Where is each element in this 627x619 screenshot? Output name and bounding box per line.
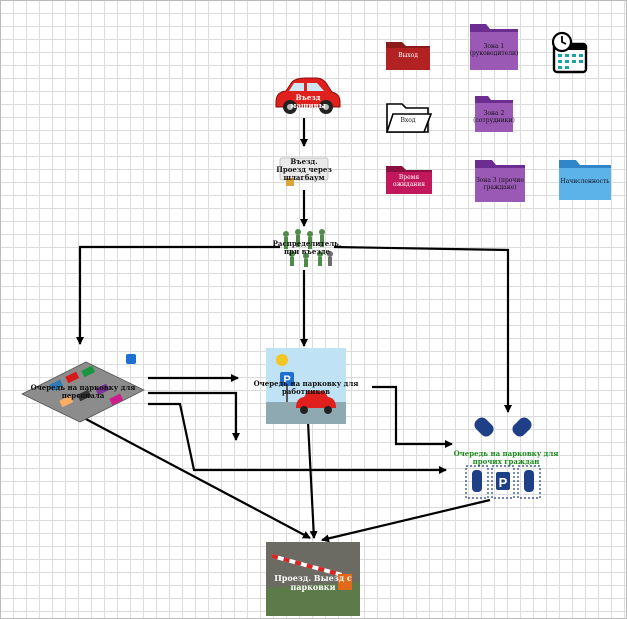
arrow-center-to-right bbox=[372, 385, 453, 448]
queue-left-label: Очередь на парковку для персонала bbox=[30, 383, 136, 400]
exit-label: Проезд. Выезд с парковки bbox=[274, 573, 352, 592]
arrow-left-to-right-upper bbox=[148, 391, 240, 441]
exit-barrier-icon bbox=[266, 542, 360, 616]
folder-icon bbox=[470, 24, 518, 70]
exit-node[interactable]: Проезд. Выезд с парковки bbox=[266, 542, 360, 616]
barrier-icon bbox=[279, 157, 329, 186]
folder-exit[interactable]: Выход bbox=[384, 36, 432, 72]
arrow-right-to-exit bbox=[321, 498, 491, 543]
entry-node[interactable]: Въезд машины bbox=[270, 74, 342, 118]
arrow-left-to-exit bbox=[83, 417, 311, 539]
arrow-distributor-to-left bbox=[76, 245, 280, 345]
parking-lot-icon bbox=[21, 354, 145, 423]
folder-zone-1-label: Зона 1 (руководители) bbox=[469, 42, 519, 57]
folder-wait-time[interactable]: Время ожидания bbox=[384, 160, 434, 196]
distributor-node[interactable]: Распределитель, при въезде bbox=[273, 224, 341, 268]
folder-entry[interactable]: Вход bbox=[384, 98, 433, 136]
svg-text:P: P bbox=[283, 374, 290, 386]
folder-count-label: Начисленность bbox=[560, 177, 610, 185]
queue-right-node[interactable]: P Очередь на парковку для прочих граждан bbox=[446, 414, 566, 502]
folder-entry-label: Вход bbox=[400, 117, 416, 125]
folder-wait-time-label: Время ожидания bbox=[392, 173, 426, 188]
distributor-label: Распределитель, при въезде bbox=[272, 239, 342, 256]
folder-icon bbox=[386, 42, 430, 70]
folder-zone-2-label: Зона 2 (сотрудники) bbox=[473, 109, 515, 124]
queue-center-node[interactable]: P Очередь на парковку для работников bbox=[254, 348, 358, 424]
open-folder-icon bbox=[385, 103, 433, 133]
arrow-left-to-right-lower bbox=[148, 402, 447, 474]
folder-icon bbox=[559, 160, 611, 200]
folder-zone-3-label: Зона 3 (прочие граждане) bbox=[476, 176, 524, 191]
queue-right-label: Очередь на парковку для прочих граждан bbox=[453, 449, 559, 466]
svg-text:P: P bbox=[499, 475, 508, 490]
people-crowd-icon bbox=[283, 229, 333, 267]
folder-exit-label: Выход bbox=[398, 51, 418, 59]
folder-zone-2[interactable]: Зона 2 (сотрудники) bbox=[472, 92, 516, 136]
folder-icon bbox=[386, 166, 432, 194]
arrow-center-to-exit bbox=[306, 421, 318, 539]
folder-count[interactable]: Начисленность bbox=[556, 156, 614, 204]
queue-left-node[interactable]: Очередь на парковку для персонала bbox=[16, 352, 150, 424]
folder-icon bbox=[475, 160, 525, 202]
parking-sign-icon: P bbox=[465, 417, 541, 499]
pass-check-node[interactable]: Въезд. Проезд через шлагбаум bbox=[276, 152, 332, 188]
arrow-distributor-to-right bbox=[333, 245, 512, 413]
parking-scene-icon: P bbox=[266, 348, 346, 424]
folder-zone-1[interactable]: Зона 1 (руководители) bbox=[466, 20, 522, 74]
folder-icon bbox=[475, 96, 513, 132]
car-icon bbox=[275, 77, 341, 114]
folder-zone-3[interactable]: Зона 3 (прочие граждане) bbox=[472, 156, 528, 206]
queue-center-label: Очередь на парковку для работников bbox=[253, 379, 359, 396]
calendar-clock[interactable] bbox=[548, 30, 590, 76]
pass-check-label: Въезд. Проезд через шлагбаум bbox=[276, 157, 332, 182]
calendar-clock-icon bbox=[551, 31, 588, 74]
entry-label: Въезд машины bbox=[290, 93, 326, 110]
